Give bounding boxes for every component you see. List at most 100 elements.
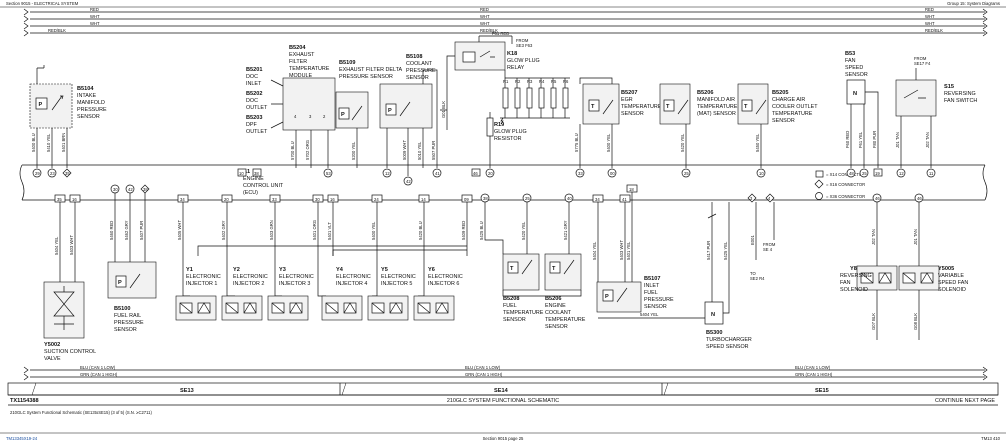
svg-text:J01 TAN: J01 TAN [913,229,918,245]
svg-text:SENSOR: SENSOR [772,118,795,124]
svg-text:T: T [552,266,556,272]
glow-plug-r4: R4 [538,78,545,118]
svg-text:GLOW PLUG: GLOW PLUG [494,129,527,135]
section-se13: SE13 [180,388,194,394]
b5100-fuel-rail-pressure-sensor: P 5460 RED 5462 GRY 5407 PUR B5100 FUEL … [107,193,157,333]
svg-text:5421 GRY: 5421 GRY [563,220,568,240]
svg-text:INJECTOR 1: INJECTOR 1 [186,281,217,287]
injector-y4: Y4 ELECTRONIC INJECTOR 4 [321,267,371,321]
svg-text:3: 3 [750,196,753,201]
svg-text:P: P [341,112,345,118]
svg-text:F60 RED: F60 RED [845,131,850,148]
bus-label-wht: WHT [90,14,100,19]
svg-text:10: 10 [759,171,764,176]
svg-text:20: 20 [488,171,493,176]
header-left: Section 9015 - ELECTRICAL SYSTEM [6,1,79,6]
svg-text:35: 35 [57,197,62,202]
svg-text:N: N [711,312,715,318]
svg-text:B5207: B5207 [621,90,637,96]
bus-label-redblk-3: RED/BLK [925,28,943,33]
svg-text:B5205: B5205 [772,90,788,96]
svg-text:4: 4 [768,196,771,201]
svg-text:30: 30 [315,197,320,202]
injector-y5: Y5 ELECTRONIC INJECTOR 5 [367,267,416,321]
svg-text:RESISTOR: RESISTOR [494,136,522,142]
svg-text:5400 YEL: 5400 YEL [371,221,376,240]
glow-plug-r1: R1 [502,78,509,118]
svg-text:SOLENOID: SOLENOID [938,287,966,293]
svg-text:J02 TAN: J02 TAN [871,229,876,245]
svg-text:DPF: DPF [246,122,257,128]
svg-text:29: 29 [35,171,40,176]
svg-text:5702 ORG: 5702 ORG [305,140,310,160]
svg-text:GLOW PLUG: GLOW PLUG [507,58,540,64]
svg-text:B5206: B5206 [545,296,561,302]
svg-text:DOC: DOC [246,74,258,80]
figure-caption: 210GLC System Functional Schematic (SE13… [10,410,152,415]
svg-text:19: 19 [875,171,880,176]
b5205-charge-air-temp-sensor: T B5205 CHARGE AIR COOLER OUTLET TEMPERA… [737,83,818,168]
bus-label-redblk: RED/BLK [48,28,66,33]
svg-text:48: 48 [849,171,854,176]
svg-text:GRN (CAN 1 HIGH): GRN (CAN 1 HIGH) [80,372,118,377]
svg-text:09: 09 [464,197,469,202]
svg-text:R6: R6 [563,79,569,84]
svg-text:ELECTRONIC: ELECTRONIC [336,274,371,280]
svg-text:B5204: B5204 [289,45,306,51]
svg-text:5405 WHT: 5405 WHT [177,220,182,240]
svg-text:INJECTOR 3: INJECTOR 3 [279,281,310,287]
svg-text:INLET: INLET [246,81,262,87]
svg-text:SPEED FAN: SPEED FAN [938,280,968,286]
svg-text:FROM: FROM [516,38,529,43]
svg-text:B5206: B5206 [697,90,713,96]
svg-text:INTAKE: INTAKE [77,93,96,99]
svg-text:GRN (CAN 1 HIGH): GRN (CAN 1 HIGH) [795,372,833,377]
svg-text:5404 YEL: 5404 YEL [54,236,59,255]
svg-text:INJECTOR 5: INJECTOR 5 [381,281,412,287]
svg-text:PRESSURE: PRESSURE [644,297,674,303]
svg-text:CHARGE AIR: CHARGE AIR [772,97,805,103]
svg-text:T: T [744,104,748,110]
ecu-line-3: (ECU) [243,190,258,196]
ecu-line-2: CONTROL UNIT [243,183,284,189]
svg-text:38: 38 [254,171,259,176]
svg-text:FROM: FROM [763,242,776,247]
svg-text:SENSOR: SENSOR [77,114,100,120]
svg-text:SENSOR: SENSOR [545,324,568,330]
svg-text:B5208: B5208 [503,296,519,302]
svg-text:B5201: B5201 [246,67,262,73]
b5204-exhaust-filter-temp-module: B5204 EXHAUST FILTER TEMPERATURE MODULE … [246,45,336,168]
svg-text:12: 12 [899,171,904,176]
svg-text:5450 YEL: 5450 YEL [755,133,760,152]
svg-text:P: P [118,280,122,286]
svg-text:PRESSURE: PRESSURE [114,320,144,326]
svg-text:REVERSING: REVERSING [840,273,872,279]
svg-text:TEMPERATURE: TEMPERATURE [503,310,544,316]
section-bar: SE13 SE14 SE15 TX1154388 210GLC SYSTEM F… [7,382,999,415]
svg-text:SENSOR: SENSOR [644,304,667,310]
svg-text:B5107: B5107 [644,276,660,282]
ecu-line-1: ENGINE [243,176,264,182]
svg-text:46: 46 [875,196,880,201]
svg-text:FAN SWITCH: FAN SWITCH [944,98,977,104]
injector-harness: 5405 WHT 5402 GRY 5403 GRN 5401 ORG 5401… [177,202,468,297]
svg-text:R3: R3 [527,79,533,84]
svg-text:INJECTOR 6: INJECTOR 6 [428,281,459,287]
svg-text:B5100: B5100 [114,306,130,312]
top-connector-pins: 29 23 35 10 38 53 12 42 41 46 20 33 00 2… [32,168,936,186]
svg-text:5404 YEL: 5404 YEL [592,241,597,260]
svg-text:N: N [853,91,857,97]
svg-text:Y2: Y2 [233,267,240,273]
page-footer: TM13345X19-24 Section 9015 page 25 TM13 … [0,432,1006,441]
svg-text:EXHAUST: EXHAUST [289,52,315,58]
svg-text:P: P [388,108,392,114]
svg-text:5009 WHT: 5009 WHT [402,140,407,160]
y8-reversing-fan-solenoid: J02 TAN G07 BLK Y8 REVERSING FAN SOLENOI… [840,202,898,340]
svg-text:34: 34 [595,197,600,202]
svg-text:ELECTRONIC: ELECTRONIC [381,274,416,280]
bus-label-redblk-2: RED/BLK [480,28,498,33]
power-buses: RED RED RED WHT WHT WHT WHT WHT WHT RED/… [23,7,988,37]
svg-text:5400 BLU: 5400 BLU [31,133,36,152]
svg-text:4: 4 [294,114,297,119]
